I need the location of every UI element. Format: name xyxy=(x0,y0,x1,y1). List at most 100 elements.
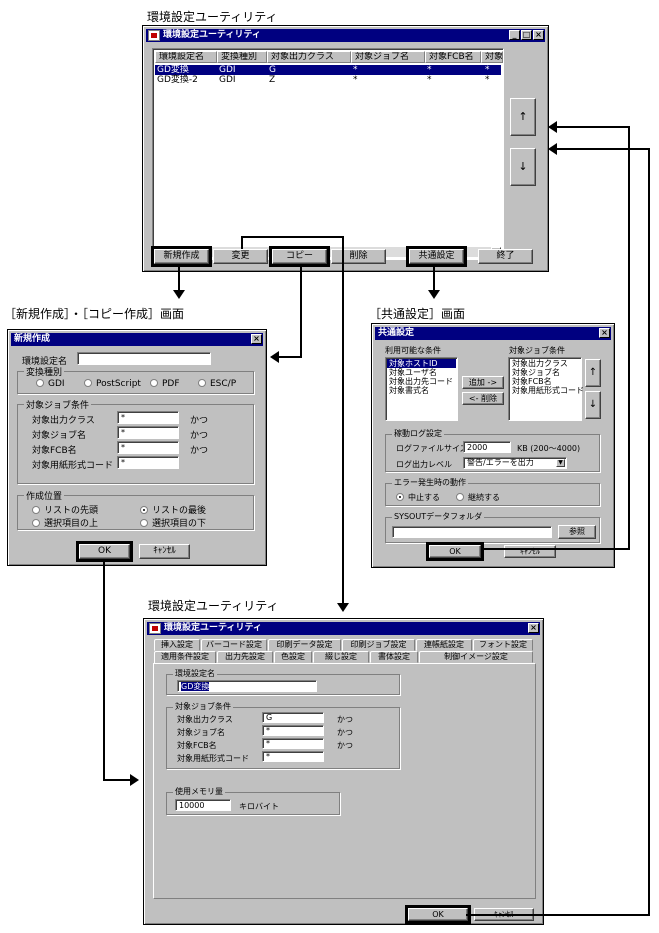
tab-color[interactable]: 色設定 xyxy=(274,651,312,663)
output-class-input[interactable]: G xyxy=(262,712,324,723)
output-class-input[interactable]: * xyxy=(117,411,179,424)
new-button[interactable]: 新規作成 xyxy=(151,246,212,267)
copy-button[interactable]: コピー xyxy=(269,246,330,267)
log-level-select[interactable]: 警告/エラーを出力▼ xyxy=(463,457,567,469)
list-item[interactable]: 対象書式名 xyxy=(389,386,429,395)
name-input[interactable]: GD変換 xyxy=(177,680,317,692)
list-item[interactable]: 対象用紙形式コード xyxy=(512,386,584,395)
target-list[interactable]: 対象出力クラス 対象ジョブ名 対象FCB名 対象用紙形式コード xyxy=(508,357,584,421)
tab-apply-conditions[interactable]: 適用条件設定 xyxy=(154,651,216,664)
connector-line xyxy=(103,779,131,781)
cell: * xyxy=(353,75,358,85)
job-name-input[interactable]: * xyxy=(262,725,324,736)
app-icon xyxy=(149,623,161,634)
cell: * xyxy=(427,75,432,85)
tab-control-image[interactable]: 制御イメージ設定 xyxy=(419,651,533,663)
connector-line xyxy=(241,236,243,249)
new-dialog-title: 新規作成 xyxy=(14,334,51,344)
conversion-type-title: 変換種別 xyxy=(24,365,65,378)
exit-button[interactable]: 終了 xyxy=(478,249,533,264)
common-settings-button[interactable]: 共通設定 xyxy=(406,246,467,267)
connector-line xyxy=(103,560,105,781)
target-down-button[interactable]: ↓ xyxy=(585,391,601,419)
close-icon[interactable]: × xyxy=(533,30,544,40)
tab-font[interactable]: フォント設定 xyxy=(473,639,533,651)
change-button[interactable]: 変更 xyxy=(213,249,268,264)
ok-button[interactable]: OK xyxy=(76,541,133,562)
tab-typeface[interactable]: 書体設定 xyxy=(370,651,418,663)
col-header-more[interactable]: 対象 xyxy=(481,51,503,63)
radio-below-selected[interactable]: 選択項目の下 xyxy=(140,516,206,529)
radio-postscript[interactable]: PostScript xyxy=(84,379,141,389)
new-dialog: 新規作成 × 環境設定名 変換種別 GDI PostScript PDF ESC… xyxy=(7,329,267,566)
settings-list[interactable]: 環境設定名 変換種別 対象出力クラス 対象ジョブ名 対象FCB名 対象 GD変換… xyxy=(152,48,504,260)
tab-insert[interactable]: 挿入設定 xyxy=(154,639,200,651)
add-button[interactable]: 追加 -> xyxy=(462,376,504,389)
log-size-unit: KB (200〜4000) xyxy=(517,444,581,453)
close-icon[interactable]: × xyxy=(251,334,262,344)
available-list[interactable]: 対象ホストID 対象ユーザ名 対象出力先コード 対象書式名 xyxy=(385,357,458,421)
radio-above-selected[interactable]: 選択項目の上 xyxy=(32,516,98,529)
col-header-fcb[interactable]: 対象FCB名 xyxy=(425,51,481,63)
col-header-name[interactable]: 環境設定名 xyxy=(155,51,217,63)
col-header-job[interactable]: 対象ジョブ名 xyxy=(351,51,425,63)
close-icon[interactable]: × xyxy=(599,328,610,338)
name-input[interactable] xyxy=(77,352,211,365)
list-item[interactable]: 対象出力先コード xyxy=(389,377,453,386)
radio-abort[interactable]: 中止する xyxy=(396,492,440,503)
list-item[interactable]: 対象ホストID xyxy=(387,359,456,368)
target-label: 対象ジョブ条件 xyxy=(509,346,565,355)
radio-list-end[interactable]: リストの最後 xyxy=(140,503,206,516)
tab-continuous-paper[interactable]: 連帳紙設定 xyxy=(416,639,472,651)
list-item[interactable]: 対象ジョブ名 xyxy=(512,368,560,377)
move-down-button[interactable]: ↓ xyxy=(510,148,536,186)
col-header-type[interactable]: 変換種別 xyxy=(217,51,267,63)
ok-button[interactable]: OK xyxy=(405,905,471,924)
chevron-down-icon[interactable]: ▼ xyxy=(556,459,565,467)
list-item[interactable]: 対象出力クラス xyxy=(512,359,568,368)
radio-gdi[interactable]: GDI xyxy=(36,379,65,389)
cancel-button[interactable]: ｷｬﾝｾﾙ xyxy=(139,544,190,559)
remove-button[interactable]: <- 削除 xyxy=(462,392,504,405)
radio-label: 継続する xyxy=(468,493,500,502)
paper-code-input[interactable]: * xyxy=(117,456,179,469)
paper-code-input[interactable]: * xyxy=(262,751,324,762)
field-label: 対象用紙形式コード xyxy=(177,754,249,763)
error-action-title: エラー発生時の動作 xyxy=(392,477,468,488)
col-header-class[interactable]: 対象出力クラス xyxy=(267,51,351,63)
tab-binding[interactable]: 綴じ設定 xyxy=(313,651,369,663)
tab-barcode[interactable]: バーコード設定 xyxy=(201,639,267,651)
radio-pdf[interactable]: PDF xyxy=(150,379,180,389)
delete-button[interactable]: 削除 xyxy=(331,249,386,264)
target-up-button[interactable]: ↑ xyxy=(585,359,601,387)
tab-print-data[interactable]: 印刷データ設定 xyxy=(268,639,341,651)
close-icon[interactable]: × xyxy=(528,623,539,633)
job-condition-title: 対象ジョブ条件 xyxy=(173,701,233,712)
caption-main-bottom: 環境設定ユーティリティ xyxy=(148,599,279,613)
tab-output-dest[interactable]: 出力先設定 xyxy=(217,651,273,663)
radio-label: PostScript xyxy=(96,379,141,389)
browse-button[interactable]: 参照 xyxy=(558,525,596,539)
job-name-input[interactable]: * xyxy=(117,426,179,439)
sysout-folder-input[interactable] xyxy=(392,526,552,538)
radio-escp[interactable]: ESC/P xyxy=(198,379,236,389)
minimize-icon[interactable]: _ xyxy=(509,30,520,40)
table-row[interactable]: GD変換-2 GDI Z * * * xyxy=(155,75,501,85)
arrow-left-icon xyxy=(548,121,557,133)
fcb-name-input[interactable]: * xyxy=(262,738,324,749)
radio-continue[interactable]: 継続する xyxy=(456,492,500,503)
connector-line xyxy=(557,126,630,128)
ok-button[interactable]: OK xyxy=(426,542,484,561)
move-up-button[interactable]: ↑ xyxy=(510,98,536,136)
fcb-name-input[interactable]: * xyxy=(117,441,179,454)
radio-list-top[interactable]: リストの先頭 xyxy=(32,503,98,516)
table-row[interactable]: GD変換 GDI G * * * xyxy=(155,65,501,75)
log-size-input[interactable]: 2000 xyxy=(463,441,511,453)
maximize-icon[interactable]: □ xyxy=(521,30,532,40)
list-item[interactable]: 対象FCB名 xyxy=(512,377,552,386)
cancel-button[interactable]: ｷｬﾝｾﾙ xyxy=(504,545,556,558)
list-item[interactable]: 対象ユーザ名 xyxy=(389,368,437,377)
change-dialog-title: 環境設定ユーティリティ xyxy=(164,623,262,633)
memory-input[interactable]: 10000 xyxy=(175,799,231,811)
tab-print-job[interactable]: 印刷ジョブ設定 xyxy=(342,639,415,651)
